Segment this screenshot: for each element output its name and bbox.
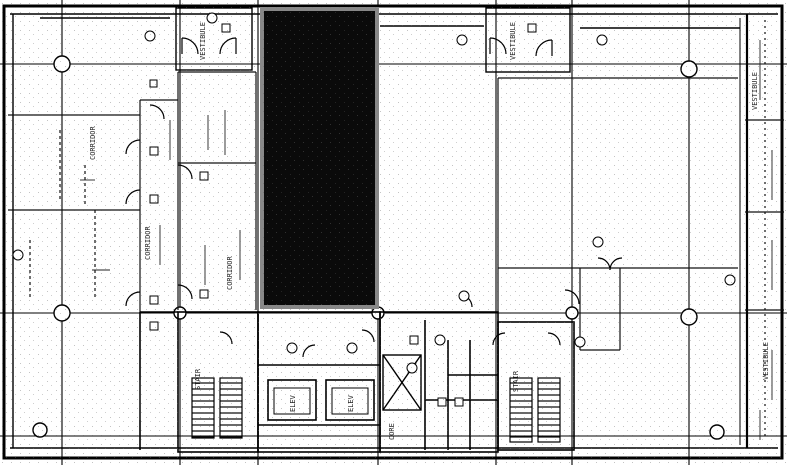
floor-plan: STAIR STAIR ELEV ELEV CORRIDOR CORRIDOR … xyxy=(0,0,787,465)
scan-texture xyxy=(0,0,787,465)
